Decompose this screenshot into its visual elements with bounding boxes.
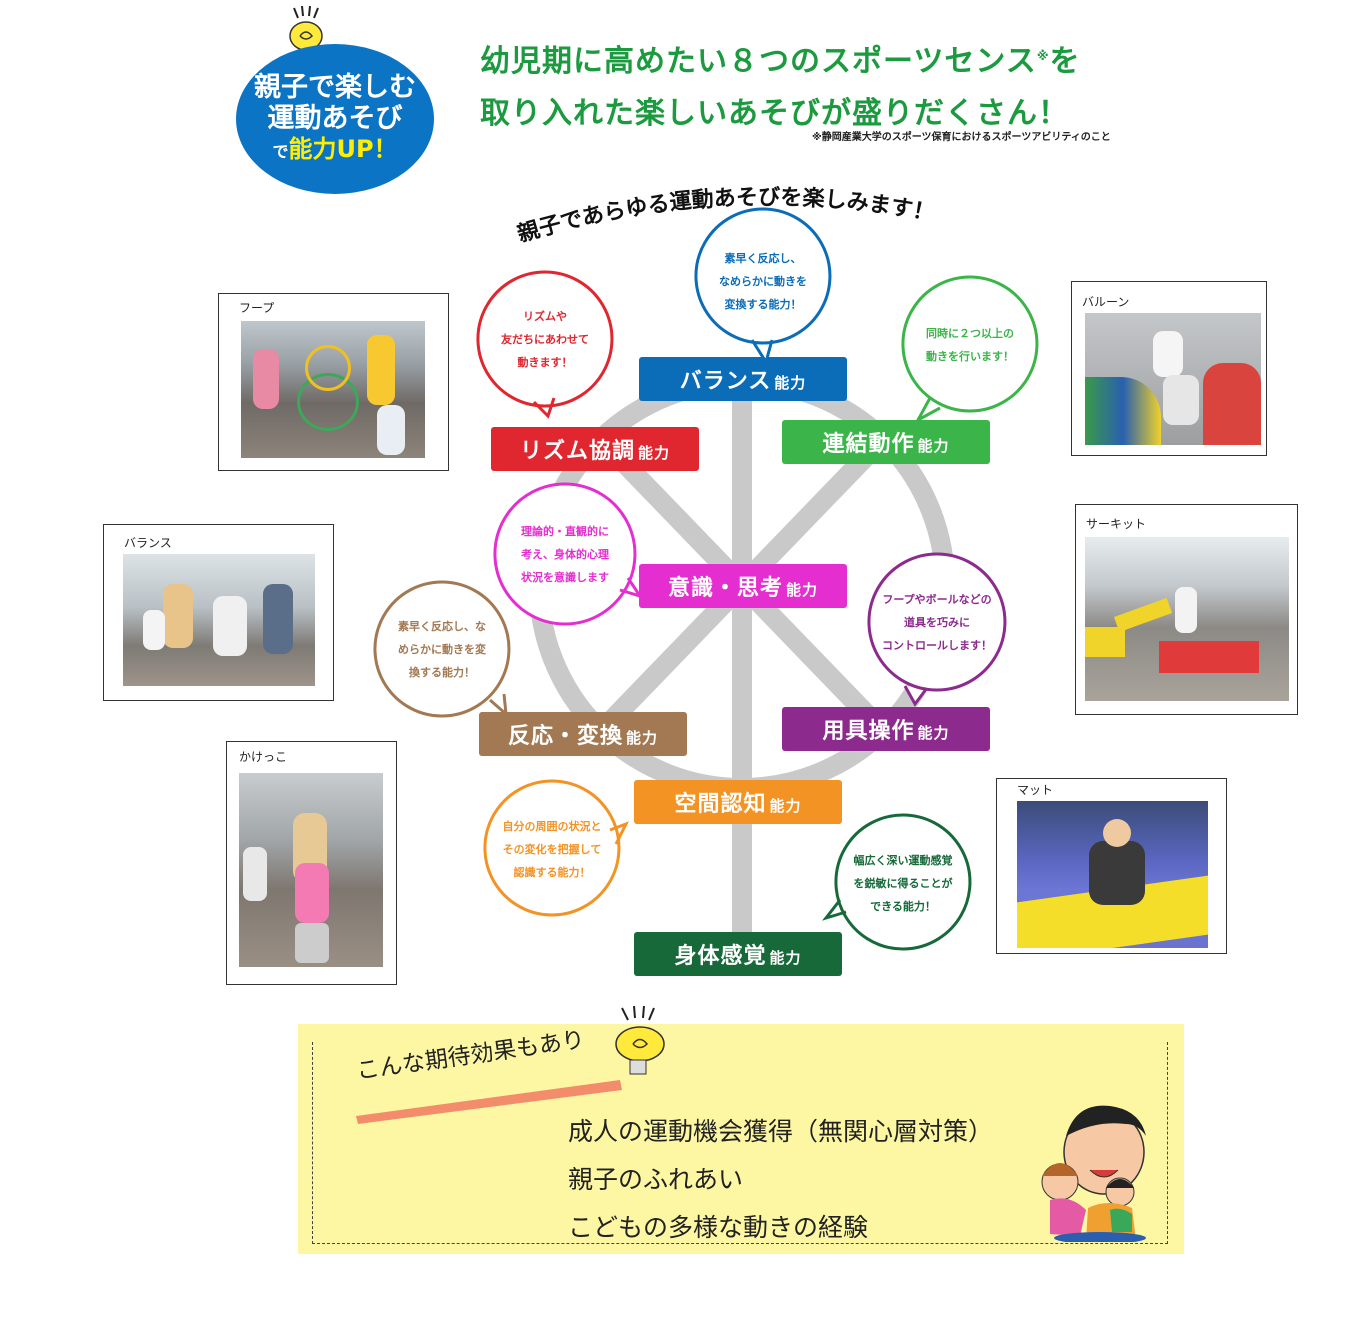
list-item: 成人の運動機会獲得（無関心層対策）	[568, 1117, 994, 1146]
bubble-reaction: 素早く反応し、な めらかに動きを変 換する能力！	[398, 619, 486, 679]
photo-label: かけっこ	[239, 750, 288, 764]
photo-label: マット	[1017, 783, 1054, 797]
list-item: 親子のふれあい	[568, 1165, 744, 1194]
photo-balance: バランス	[103, 524, 334, 701]
effect-title-underline	[356, 1080, 622, 1124]
bubble-awareness-shape	[493, 482, 644, 626]
ability-balance: バランス能力	[639, 357, 847, 401]
photo-label: フープ	[239, 301, 275, 315]
ability-linked: 連結動作能力	[782, 420, 990, 464]
bubble-spatial-shape	[483, 779, 630, 917]
ability-tools: 用具操作能力	[782, 707, 990, 751]
photo-running: かけっこ	[226, 741, 397, 985]
bubble-linked: 同時に２つ以上の 動きを行います！	[926, 327, 1014, 363]
bubble-tools: フープやボールなどの 道具を巧みに コントロールします！	[882, 592, 992, 652]
bubble-body: 幅広く深い運動感覚 を鋭敏に得ることが できる能力！	[853, 853, 953, 913]
photo-label: サーキット	[1086, 517, 1147, 531]
photo-image	[123, 554, 315, 686]
photo-balloon: バルーン	[1071, 281, 1267, 456]
headline: 幼児期に高めたい８つのスポーツセンス※を 取り入れた楽しいあそびが盛りだくさん！	[480, 44, 1081, 131]
list-item: こどもの多様な動きの経験	[568, 1213, 869, 1242]
ability-body: 身体感覚能力	[634, 932, 842, 976]
ability-reaction: 反応・変換能力	[479, 712, 687, 756]
bubble-rhythm: リズムや 友だちにあわせて 動きます！	[501, 309, 589, 369]
photo-image	[1017, 801, 1208, 948]
bubble-spatial: 自分の周囲の状況と その変化を把握して 認識する能力！	[502, 819, 602, 879]
bubble-rhythm-shape	[476, 270, 614, 419]
photo-image	[239, 773, 383, 967]
photo-image	[1085, 537, 1289, 701]
footnote: ※静岡産業大学のスポーツ保育におけるスポーツアビリティのこと	[812, 132, 1111, 143]
photo-label: バランス	[124, 536, 172, 550]
bubble-reaction-shape	[373, 580, 511, 718]
photo-image	[241, 321, 425, 458]
lightbulb-icon	[615, 1005, 665, 1075]
photo-image	[1085, 313, 1261, 445]
effects-panel	[298, 1024, 1184, 1254]
effects-list: 成人の運動機会獲得（無関心層対策） 親子のふれあい こどもの多様な動きの経験	[568, 1108, 993, 1252]
badge-line3: で能力UP！	[272, 134, 398, 163]
photo-label: バルーン	[1082, 295, 1130, 309]
bubble-body-shape	[821, 813, 972, 951]
ability-rhythm: リズム協調能力	[491, 427, 699, 471]
header-badge: 親子で楽しむ 運動あそび で能力UP！	[236, 44, 434, 194]
bubble-linked-shape	[901, 275, 1039, 424]
ability-awareness: 意識・思考能力	[639, 564, 847, 608]
dashed-frame	[312, 1042, 1168, 1244]
photo-mat: マット	[996, 778, 1227, 954]
badge-line2: 運動あそび	[267, 102, 403, 134]
ability-spatial: 空間認知能力	[634, 780, 842, 824]
badge-line1: 親子で楽しむ	[254, 71, 416, 103]
family-illustration	[1041, 1105, 1146, 1242]
photo-circuit: サーキット	[1075, 504, 1298, 715]
bubble-balance-shape	[694, 207, 832, 366]
photo-hoop: フープ	[218, 293, 449, 471]
bubble-balance: 素早く反応し、 なめらかに動きを 変換する能力！	[719, 251, 807, 311]
bubble-tools-shape	[867, 552, 1007, 707]
bubble-awareness: 理論的・直観的に 考え、身体的心理 状況を意識します	[521, 524, 609, 584]
